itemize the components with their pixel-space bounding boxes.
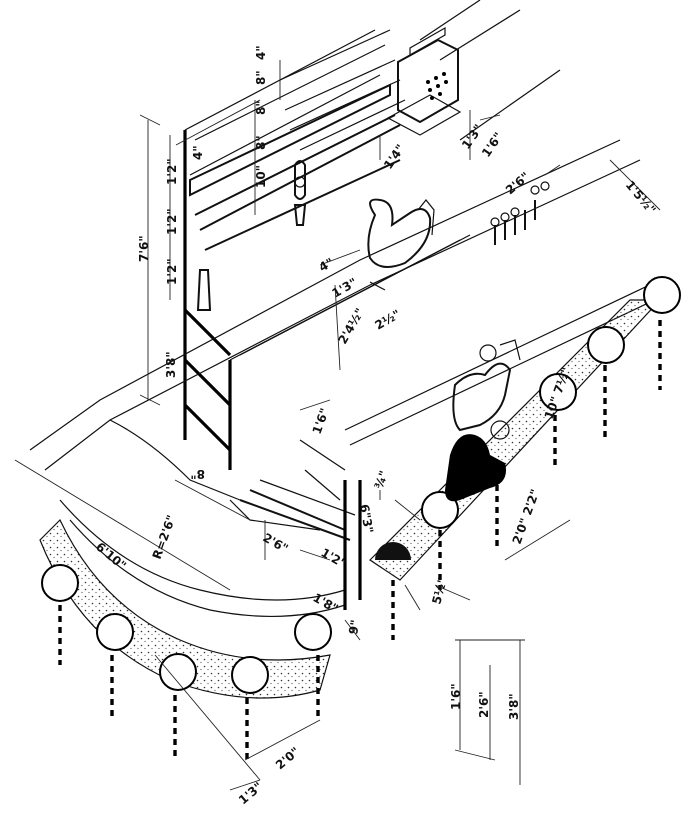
cash-register [386,26,462,136]
stool-half [375,542,411,560]
dim-1-3-bottom: 1'3" [236,779,265,807]
stool-left-2 [96,613,134,651]
dim-9: 9" [346,619,362,636]
bartender-figure [367,198,435,291]
stool-left-4 [231,656,269,694]
dim-8-b: 8" [254,100,268,115]
dim-1-6-small: 1'6" [310,406,332,436]
dim-1-2-a: 1'2" [165,158,179,185]
dim-1-6-top: 1'6" [479,130,506,160]
dimension-lines [14,60,661,791]
dim-1-2-c: 1'2" [165,258,179,285]
dim-2-0-right: 2'0" 2'2" [510,487,543,546]
dim-3-8-bottom: 3'8" [507,693,521,720]
bar-stools [41,276,681,694]
dim-r-2-6: R=2'6" [150,513,179,561]
dim-1-5-half: 1'5½" [623,178,659,217]
bar-counter [29,139,666,618]
seated-patrons [445,339,521,502]
dim-4-b: 4" [254,45,268,60]
dim-3-4: ¾" [372,469,392,491]
dim-10: 10" [254,165,268,188]
footrail-band [39,299,662,699]
dim-2-half: 2½" [373,307,403,333]
stool-right-2 [539,373,577,411]
dim-2-6-top: 2'6" [503,169,532,197]
dim-2-6-bottom: 2'6" [477,691,491,718]
dim-2-0-bottom: 2'0" [273,744,302,772]
dim-6-3: 6"3" [357,503,376,534]
stool-right-1 [421,491,459,529]
dim-1-4: 1'4" [381,142,408,172]
dim-7-6: 7'6" [137,235,151,262]
stool-left-3 [159,653,197,691]
dim-8-a: 8" [254,135,268,150]
dim-2-4-half: 2'4½" [335,306,367,347]
stool-right-4 [643,276,681,314]
dim-8-lower: 8" [190,467,205,481]
dimension-labels: 7'6" 3'8" 1'2" 1'2" 1'2" 4" 10" 8" 8" 8"… [93,45,658,807]
dim-1-6-bottom: 1'6" [449,683,463,710]
stool-right-3 [587,326,625,364]
dim-4-mid: 4" [317,255,337,274]
dim-1-2-b: 1'2" [165,208,179,235]
dim-3-8-upper: 3'8" [164,351,178,378]
dim-5-half: 5½" [429,576,450,606]
stool-legs [58,320,662,760]
stool-left-1 [41,564,79,602]
stool-left-5 [294,613,332,651]
dim-1-3-mid: 1'3" [330,275,360,300]
dim-8-c: 8" [254,70,268,85]
dim-4-a: 4" [191,145,205,160]
bottles-and-glasses [196,160,550,311]
